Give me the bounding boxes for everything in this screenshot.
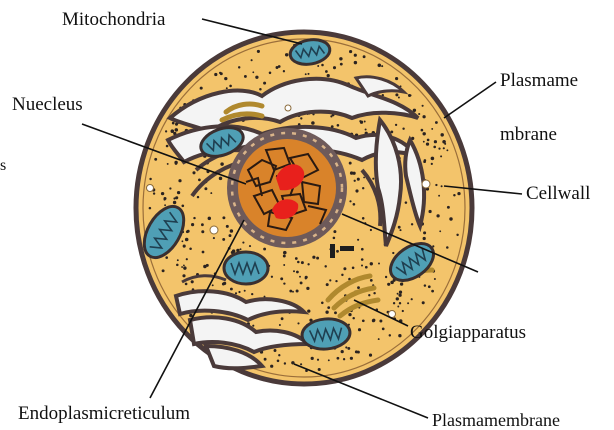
leader-plasma-membrane-top (444, 82, 496, 118)
label-plasma-membrane-line1: Plasmame (500, 70, 578, 91)
label-plasma-membrane-line2: mbrane (500, 124, 557, 145)
label-nucleus: Nuecleus (12, 94, 83, 115)
mitochondrion-lower-left (224, 252, 268, 284)
label-cell-wall: Cellwall (526, 183, 590, 204)
nucleus (227, 128, 347, 248)
label-cropped-fragment: s (0, 157, 6, 174)
label-golgi-apparatus: Golgiapparatus (410, 322, 526, 343)
label-endoplasmic-reticulum: Endoplasmicreticulum (18, 403, 190, 424)
label-plasma-membrane-bottom: Plasmamembrane (432, 410, 560, 430)
label-mitochondria: Mitochondria (62, 9, 166, 30)
